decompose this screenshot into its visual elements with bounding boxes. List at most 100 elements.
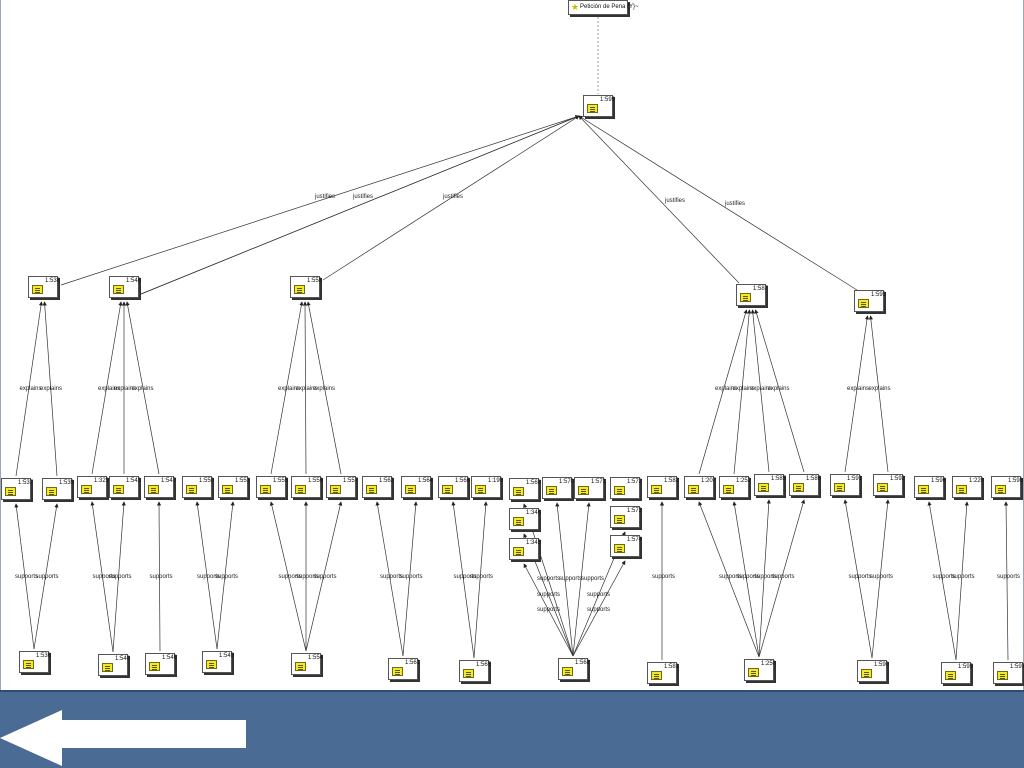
explains-edge [42,301,58,477]
document-icon [442,485,453,494]
code-node[interactable]: 1:569 [509,478,542,500]
code-node[interactable]: 1:538 [28,276,61,298]
document-icon [587,104,598,113]
explains-edge [868,315,889,473]
node-label: 1:543 [126,478,142,484]
edge-label: supports [215,574,238,580]
code-node[interactable]: 1:547 [144,476,176,498]
code-node[interactable]: 1:572 [610,477,642,499]
code-node[interactable]: 1:564 [401,476,433,498]
back-arrow-icon[interactable] [0,710,250,766]
code-node[interactable]: 1:207 [684,476,716,498]
supports-edge [927,501,957,661]
code-node[interactable]: 1:536 [19,651,51,673]
code-node[interactable]: 1:593 [854,290,886,312]
explains-edge [91,301,123,475]
node-label: 1:546 [162,655,178,661]
code-node[interactable]: 1:581 [647,662,679,684]
code-node[interactable]: 1:555 [256,476,288,498]
node-label: 1:565 [476,662,492,668]
document-icon [294,285,305,294]
code-node[interactable]: 1:587 [736,284,768,306]
code-node[interactable]: 1:550 [182,476,214,498]
edge-label: supports [737,574,760,580]
code-node[interactable]: 1:558 [290,276,323,298]
code-node[interactable]: 1:590 [857,660,889,682]
code-node[interactable]: 1:585 [754,474,786,496]
code-node[interactable]: 1:220 [952,476,984,498]
code-node[interactable]: 1:582 [647,476,679,498]
code-node[interactable]: 1:562 [362,476,394,498]
document-icon [5,487,16,496]
explains-edge [698,309,748,475]
document-icon [330,485,341,494]
supports-edge [156,501,162,652]
justifies-edge [578,115,858,291]
justifies-edge [578,115,740,284]
code-node[interactable]: 1:574 [610,535,643,557]
supports-edge [572,502,591,657]
code-node[interactable]: 1:190 [471,476,503,498]
code-node[interactable]: 1:554 [291,653,323,675]
document-icon [688,485,699,494]
supports-edge [402,501,418,657]
code-node[interactable]: 1:345 [509,538,541,560]
node-label: 1:569 [526,480,542,486]
document-icon [366,485,377,494]
code-node[interactable]: 1:597 [993,662,1024,684]
document-icon [23,660,34,669]
edge-label: supports [849,574,872,580]
code-node[interactable]: 1:571 [574,477,607,499]
edge-label: justifies [724,201,745,207]
code-node[interactable]: 1:561 [388,658,420,680]
node-label: 1:574 [627,537,643,543]
code-node[interactable]: 1:549 [202,651,235,673]
node-label: 1:538 [45,278,61,284]
root-node[interactable]: ★ Petición de Pena {Y}~ [568,0,639,15]
code-node[interactable]: 1:570 [542,477,575,499]
node-label: 1:252 [736,478,752,484]
node-label: 1:549 [219,653,235,659]
code-node[interactable]: 1:539 [42,478,74,500]
code-node[interactable]: 1:329 [77,476,109,498]
code-node[interactable]: 1:346 [509,508,541,530]
code-node[interactable]: 1:586 [789,474,821,496]
code-node[interactable]: 1:596 [914,476,946,498]
edge-label: supports [15,574,38,580]
code-node[interactable]: 1:573 [610,506,642,528]
code-node[interactable]: 1:599 [583,95,615,117]
code-node[interactable]: 1:592 [873,474,905,496]
document-icon [148,485,159,494]
edge-label: supports [587,592,610,598]
code-node[interactable]: 1:540 [98,654,131,676]
supports-edge [269,501,307,652]
edge-label: supports [400,574,423,580]
code-node[interactable]: 1:556 [291,476,323,498]
document-icon [513,487,524,496]
edge-label: supports [279,574,302,580]
code-node[interactable]: 1:598 [991,476,1023,498]
explains-edge [750,309,770,473]
code-node[interactable]: 1:548 [109,276,141,298]
node-label: 1:571 [591,479,607,485]
code-node[interactable]: 1:546 [145,653,178,675]
node-label: 1:570 [559,479,575,485]
code-node[interactable]: 1:551 [218,476,250,498]
code-node[interactable]: 1:595 [941,662,973,684]
code-node[interactable]: 1:591 [830,474,862,496]
supports-edge [305,501,343,652]
explains-edge [306,301,342,475]
explains-edge [15,301,44,477]
code-node[interactable]: 1:250 [744,659,776,681]
code-node[interactable]: 1:252 [719,476,752,498]
node-label: 1:558 [307,278,323,284]
code-node[interactable]: 1:565 [459,660,492,682]
code-node[interactable]: 1:568 [558,658,590,680]
document-icon [651,485,662,494]
node-label: 1:540 [115,656,131,662]
code-node[interactable]: 1:557 [326,476,358,498]
code-node[interactable]: 1:566 [438,476,470,498]
code-node[interactable]: 1:543 [109,476,142,498]
code-node[interactable]: 1:537 [1,478,33,500]
